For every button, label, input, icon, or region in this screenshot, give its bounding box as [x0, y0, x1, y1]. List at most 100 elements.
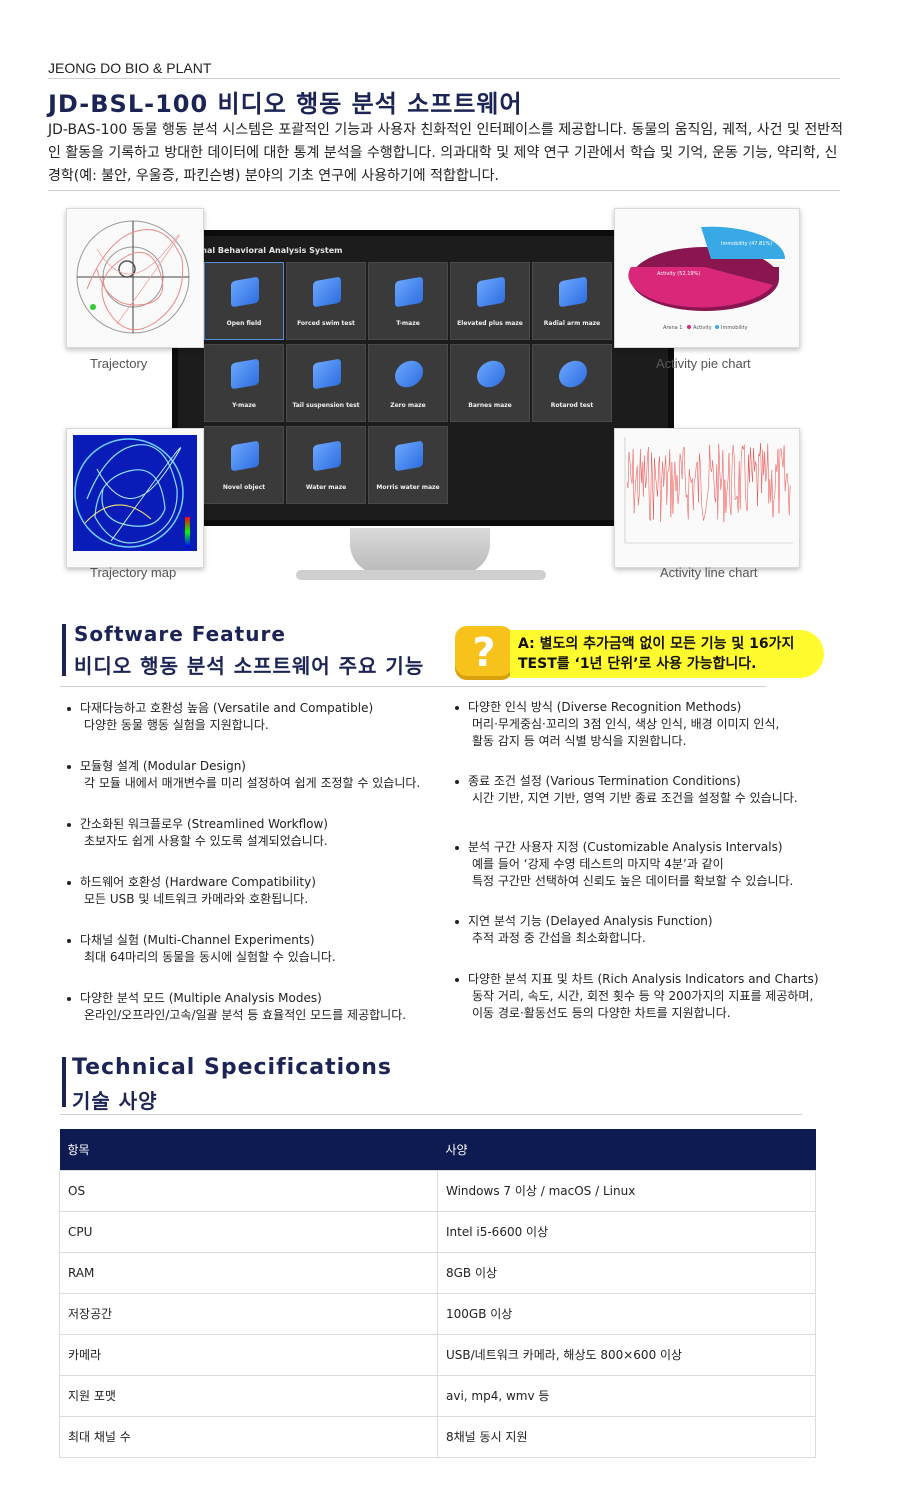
feature-title-en: Software Feature — [74, 622, 286, 646]
feature-item: 다양한 분석 모드 (Multiple Analysis Modes)온라인/오… — [62, 990, 406, 1024]
activity-slice-label: Activity (52.19%) — [657, 271, 700, 277]
test-module-tile[interactable]: Elevated plus maze — [450, 262, 530, 340]
feature-title: 분석 구간 사용자 지정 (Customizable Analysis Inte… — [450, 839, 793, 856]
feature-description: 최대 64마리의 동물을 동시에 실험할 수 있습니다. — [84, 950, 336, 964]
monitor-base — [296, 570, 546, 580]
activity-pie-chart: Activity (52.19%) Immobility (47.81%) Ar… — [628, 226, 786, 331]
spec-value-cell: Windows 7 이상 / macOS / Linux — [437, 1169, 816, 1212]
feature-description: 동작 거리, 속도, 시간, 회전 횟수 등 약 200가지의 지표를 제공하며… — [472, 989, 814, 1003]
test-module-label: Rotarod test — [550, 402, 594, 409]
feature-item: 다양한 분석 지표 및 차트 (Rich Analysis Indicators… — [450, 971, 819, 1022]
maze-icon — [313, 358, 341, 390]
immobility-slice-label: Immobility (47.81%) — [721, 241, 772, 247]
feature-item: 하드웨어 호환성 (Hardware Compatibility)모든 USB … — [62, 874, 316, 908]
feature-description: 온라인/오프라인/고속/일괄 분석 등 효율적인 모드를 제공합니다. — [84, 1008, 407, 1022]
line-chart-caption: Activity line chart — [660, 565, 758, 580]
feature-description: 예를 들어 ‘강제 수영 테스트의 마지막 4분’과 같이 — [472, 857, 724, 871]
spec-value-cell: Intel i5-6600 이상 — [437, 1210, 816, 1253]
trajectory-panel — [66, 208, 204, 348]
test-module-tile[interactable]: T-maze — [368, 262, 448, 340]
trajectory-plot — [76, 220, 190, 334]
pricing-note: A: 별도의 추가금액 없이 모든 기능 및 16가지 TEST를 ‘1년 단위… — [510, 630, 824, 678]
monitor-screen: Animal Behavioral Analysis System — ▢ ✕ … — [172, 230, 674, 526]
divider — [48, 78, 840, 79]
spec-value-cell: 100GB 이상 — [437, 1292, 816, 1335]
feature-description: 특정 구간만 선택하여 신뢰도 높은 데이터를 확보할 수 있습니다. — [472, 874, 794, 888]
test-module-tile[interactable]: Zero maze — [368, 344, 448, 422]
spec-item-cell: CPU — [59, 1210, 438, 1253]
feature-title: 다채널 실험 (Multi-Channel Experiments) — [62, 932, 336, 949]
section-accent-bar — [62, 624, 66, 676]
software-hero-image: Animal Behavioral Analysis System — ▢ ✕ … — [60, 202, 810, 594]
maze-icon — [313, 440, 341, 472]
feature-title: 지연 분석 기능 (Delayed Analysis Function) — [450, 913, 713, 930]
test-module-tile[interactable]: Morris water maze — [368, 426, 448, 504]
test-module-label: Forced swim test — [297, 320, 355, 327]
test-module-tile[interactable]: Tail suspension test — [286, 344, 366, 422]
maze-icon — [231, 358, 259, 390]
spec-table-header: 항목 사양 — [59, 1129, 816, 1170]
spec-item-cell: 카메라 — [59, 1333, 438, 1376]
feature-item: 다재다능하고 호환성 높음 (Versatile and Compatible)… — [62, 700, 373, 734]
spec-value-cell: avi, mp4, wmv 등 — [437, 1374, 816, 1417]
test-module-label: T-maze — [396, 320, 420, 327]
monitor-stand — [350, 528, 490, 574]
trajectory-map-panel — [66, 428, 204, 568]
test-module-tile[interactable]: Barnes maze — [450, 344, 530, 422]
test-module-tile[interactable]: Novel object — [204, 426, 284, 504]
feature-description: 다양한 동물 행동 실험을 지원합니다. — [84, 718, 269, 732]
pricing-note-line1: A: 별도의 추가금액 없이 모든 기능 및 16가지 — [518, 636, 795, 652]
line-chart-panel — [614, 428, 800, 568]
maze-icon — [395, 358, 423, 390]
legend-immobility: Immobility — [721, 325, 748, 331]
test-module-label: Elevated plus maze — [457, 320, 523, 327]
feature-item: 모듈형 설계 (Modular Design)각 모듈 내에서 매개변수를 미리… — [62, 758, 420, 792]
spec-value-cell: 8채널 동시 지원 — [437, 1415, 816, 1458]
trajectory-heatmap — [73, 435, 197, 551]
pie-chart-caption: Activity pie chart — [656, 356, 751, 371]
feature-item: 다채널 실험 (Multi-Channel Experiments)최대 64마… — [62, 932, 336, 966]
activity-line-chart — [624, 437, 793, 544]
test-module-tile[interactable]: Forced swim test — [286, 262, 366, 340]
spec-item-cell: 최대 채널 수 — [59, 1415, 438, 1458]
maze-icon — [231, 440, 259, 472]
trajectory-map-caption: Trajectory map — [90, 565, 177, 580]
feature-title: 다양한 인식 방식 (Diverse Recognition Methods) — [450, 699, 779, 716]
test-module-tile[interactable]: Water maze — [286, 426, 366, 504]
maze-icon — [477, 276, 505, 308]
test-module-label: Radial arm maze — [543, 320, 601, 327]
brand-name: JEONG DO BIO & PLANT — [48, 60, 212, 76]
test-module-tile[interactable]: Y-maze — [204, 344, 284, 422]
test-module-label: Morris water maze — [376, 484, 440, 491]
feature-description: 이동 경로·활동선도 등의 다양한 차트를 지원합니다. — [472, 1006, 731, 1020]
test-module-tile[interactable]: Rotarod test — [532, 344, 612, 422]
column-header-spec: 사양 — [437, 1129, 816, 1170]
test-module-label: Open field — [226, 320, 262, 327]
feature-description: 시간 기반, 지연 기반, 영역 기반 종료 조건을 설정할 수 있습니다. — [472, 791, 798, 805]
test-module-tile[interactable]: Radial arm maze — [532, 262, 612, 340]
spec-item-cell: OS — [59, 1169, 438, 1212]
feature-description: 활동 감지 등 여러 식별 방식을 지원합니다. — [472, 734, 687, 748]
maze-icon — [559, 358, 587, 390]
spec-item-cell: RAM — [59, 1251, 438, 1294]
spec-item-cell: 저장공간 — [59, 1292, 438, 1335]
legend-arena: Arena 1 — [663, 325, 682, 331]
test-module-tile[interactable]: Open field — [204, 262, 284, 340]
feature-item: 종료 조건 설정 (Various Termination Conditions… — [450, 773, 798, 807]
test-module-label: Novel object — [222, 484, 266, 491]
feature-description: 머리·무게중심·꼬리의 3점 인식, 색상 인식, 배경 이미지 인식, — [472, 717, 780, 731]
spec-value-cell: USB/네트워크 카메라, 해상도 800×600 이상 — [437, 1333, 816, 1376]
divider — [48, 190, 840, 191]
feature-title: 다양한 분석 모드 (Multiple Analysis Modes) — [62, 990, 406, 1007]
test-module-label: Barnes maze — [468, 402, 512, 409]
feature-description: 초보자도 쉽게 사용할 수 있도록 설계되었습니다. — [84, 834, 328, 848]
test-module-label: Y-maze — [232, 402, 256, 409]
feature-title-ko: 비디오 행동 분석 소프트웨어 주요 기능 — [74, 654, 425, 678]
maze-icon — [395, 440, 423, 472]
legend-activity: Activity — [693, 325, 712, 331]
